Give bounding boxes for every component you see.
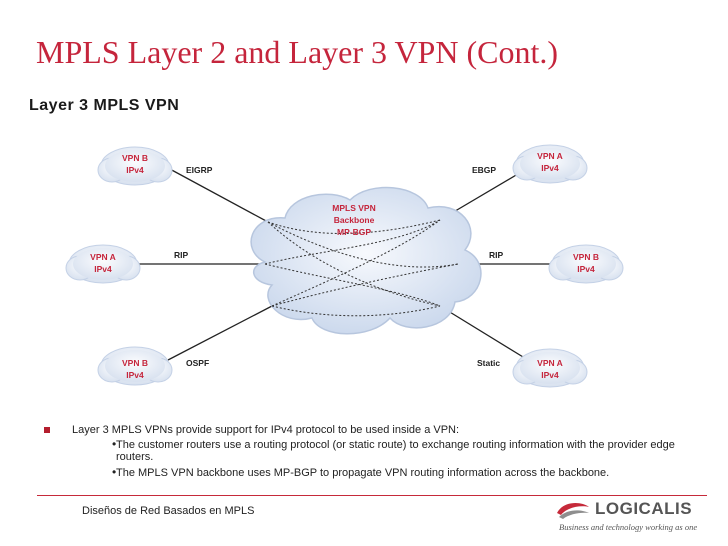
bullet-sub-1: • The customer routers use a routing pro… bbox=[44, 437, 704, 463]
footer-divider bbox=[37, 495, 707, 496]
backbone-mesh bbox=[264, 219, 459, 317]
link-label-static: Static bbox=[477, 358, 500, 368]
site-cloud-mid-left bbox=[65, 244, 141, 284]
slide-subtitle: Layer 3 MPLS VPN bbox=[29, 97, 180, 114]
site-mid-left-vpn: VPN A bbox=[90, 252, 116, 262]
site-top-right-ip: IPv4 bbox=[541, 163, 559, 173]
bullet-list: Layer 3 MPLS VPNs provide support for IP… bbox=[44, 424, 704, 483]
bullet-marker-icon: • bbox=[112, 465, 117, 479]
footer-text: Diseños de Red Basados en MPLS bbox=[82, 505, 255, 517]
link-line-ospf bbox=[167, 305, 273, 361]
bullet-main: Layer 3 MPLS VPNs provide support for IP… bbox=[44, 424, 704, 436]
site-cloud-top-left bbox=[97, 146, 173, 186]
link-label-rip-right: RIP bbox=[489, 250, 504, 260]
logo-swirl-icon bbox=[557, 503, 589, 519]
site-mid-right-ip: IPv4 bbox=[577, 264, 595, 274]
site-mid-right-vpn: VPN B bbox=[573, 252, 599, 262]
site-top-right-vpn: VPN A bbox=[537, 151, 563, 161]
bullet-marker-icon: • bbox=[112, 437, 117, 451]
site-cloud-top-right bbox=[512, 144, 588, 184]
bullet-main-text: Layer 3 MPLS VPNs provide support for IP… bbox=[72, 424, 460, 436]
site-bottom-left-ip: IPv4 bbox=[126, 370, 144, 380]
core-label-line2: Backbone bbox=[334, 215, 375, 225]
link-label-rip-left: RIP bbox=[174, 250, 189, 260]
link-label-ebgp: EBGP bbox=[472, 165, 496, 175]
link-label-ospf: OSPF bbox=[186, 358, 209, 368]
site-mid-left-ip: IPv4 bbox=[94, 264, 112, 274]
site-top-left-vpn: VPN B bbox=[122, 153, 148, 163]
site-cloud-bottom-right bbox=[512, 348, 588, 388]
site-bottom-right-ip: IPv4 bbox=[541, 370, 559, 380]
site-bottom-left-vpn: VPN B bbox=[122, 358, 148, 368]
vpn-diagram: MPLS VPN Backbone MP-BGP bbox=[65, 144, 624, 388]
slide-title: MPLS Layer 2 and Layer 3 VPN (Cont.) bbox=[36, 34, 558, 70]
bullet-square-icon bbox=[44, 427, 50, 433]
link-line-static bbox=[439, 305, 529, 361]
logo-tagline: Business and technology working as one bbox=[559, 522, 698, 532]
logo-wordmark: LOGICALIS bbox=[595, 499, 693, 518]
logicalis-logo: LOGICALIS Business and technology workin… bbox=[553, 499, 713, 539]
site-top-left-ip: IPv4 bbox=[126, 165, 144, 175]
bullet-sub-2: • The MPLS VPN backbone uses MP-BGP to p… bbox=[44, 465, 704, 479]
site-cloud-bottom-left bbox=[97, 346, 173, 386]
core-label-line3: MP-BGP bbox=[337, 227, 371, 237]
link-label-eigrp: EIGRP bbox=[186, 165, 213, 175]
link-line-eigrp bbox=[167, 167, 269, 223]
site-bottom-right-vpn: VPN A bbox=[537, 358, 563, 368]
bullet-sub-text: The customer routers use a routing proto… bbox=[116, 439, 675, 463]
site-cloud-mid-right bbox=[548, 244, 624, 284]
bullet-sub-text: The MPLS VPN backbone uses MP-BGP to pro… bbox=[116, 467, 610, 479]
core-label-line1: MPLS VPN bbox=[332, 203, 375, 213]
